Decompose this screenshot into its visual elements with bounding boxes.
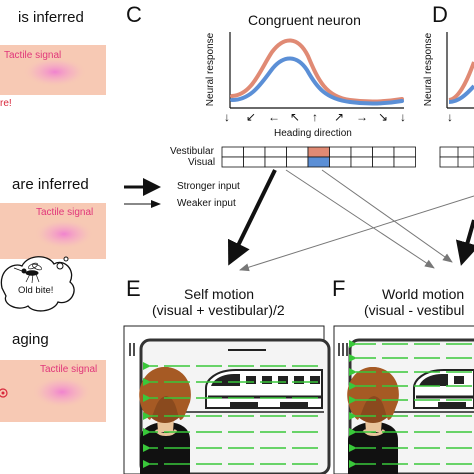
direction-arrow-5: ↗ xyxy=(334,110,345,124)
panel-c-ylabel: Neural response xyxy=(205,32,217,107)
direction-arrow-4: ↑ xyxy=(312,110,318,124)
f-train-icon xyxy=(413,369,474,409)
panel-e-title-2: (visual + vestibular)/2 xyxy=(152,302,285,318)
left-heading-1: is inferred xyxy=(18,9,84,26)
weak-arrow-d-to-e xyxy=(239,195,474,272)
panel-d-ylabel: Neural response xyxy=(423,32,435,107)
left-panel-3 xyxy=(0,360,106,422)
direction-arrow-1: ↙ xyxy=(246,110,257,124)
vestibular-cell-6 xyxy=(350,146,373,158)
row-label-visual: Visual xyxy=(188,157,216,168)
strong-arrow-c-to-e xyxy=(228,169,277,266)
tactile-label-3: Tactile signal xyxy=(40,364,98,375)
left-panel-1 xyxy=(0,45,106,95)
panel-d-letter: D xyxy=(432,2,448,27)
bubble-dot-1 xyxy=(56,262,64,270)
panel-c-xlabel: Heading direction xyxy=(274,128,352,139)
heading-direction-arrows: ↓ ↙ ← ↖ ↑ ↗ → ↘ ↓ xyxy=(224,110,408,128)
f-flow-arrows xyxy=(349,340,472,468)
target-dot xyxy=(1,391,5,395)
tactile-label-2: Tactile signal xyxy=(36,207,94,218)
legend xyxy=(124,178,161,208)
d-vestibular-curve xyxy=(448,61,474,102)
visual-cell-0 xyxy=(221,156,244,168)
tactile-glow-1 xyxy=(23,57,87,87)
input-grid-d xyxy=(439,146,474,168)
f-pause-icon xyxy=(338,343,348,356)
panel-f-scene xyxy=(333,325,474,474)
visual-curve xyxy=(230,56,404,106)
panel-f-letter: F xyxy=(332,276,346,301)
direction-arrow-3: ↖ xyxy=(290,110,301,124)
vestibular-cell-0 xyxy=(221,146,244,158)
legend-strong-label: Stronger input xyxy=(177,181,240,192)
left-heading-2: are inferred xyxy=(12,176,89,193)
panel-e-title-1: Self motion xyxy=(184,286,255,302)
vestibular-cell-5 xyxy=(329,146,352,158)
connection-arrows xyxy=(228,169,474,272)
panel-d-plot xyxy=(446,32,474,109)
direction-arrow-8: ↓ xyxy=(400,110,406,124)
bubble-text: Old bite! xyxy=(18,285,54,296)
direction-arrow-7: ↘ xyxy=(378,110,389,124)
bubble-dot-2 xyxy=(63,256,69,262)
panel-f-title-2: (visual - vestibul xyxy=(364,302,465,318)
vestibular-cell-7 xyxy=(372,146,395,158)
row-label-vestibular: Vestibular xyxy=(170,146,214,157)
legend-weak-label: Weaker input xyxy=(177,198,236,209)
direction-arrow-2: ← xyxy=(268,110,280,124)
tactile-label-1: Tactile signal xyxy=(4,50,62,61)
vestibular-cell-1 xyxy=(243,146,266,158)
visual-cell-8 xyxy=(393,156,416,168)
e-flow-arrows xyxy=(143,362,318,468)
warning-text: re! xyxy=(0,98,12,109)
panel-d-direction-arrow: ↓ xyxy=(447,110,453,124)
left-heading-3: aging xyxy=(12,331,49,348)
panel-e-scene xyxy=(123,325,331,474)
e-pause-icon xyxy=(129,343,135,356)
vestibular-cell-3 xyxy=(286,146,309,158)
visual-cell-3 xyxy=(286,156,309,168)
vestibular-curve xyxy=(230,38,404,104)
vestibular-cell-4 xyxy=(307,146,330,158)
panel-f-title-1: World motion xyxy=(382,286,465,302)
panel-e-letter: E xyxy=(126,276,141,301)
direction-arrow-0: ↓ xyxy=(224,110,230,124)
panel-c-letter: C xyxy=(126,2,142,27)
d-visual-curve xyxy=(448,84,474,104)
vestibular-cell-8 xyxy=(393,146,416,158)
tactile-glow-3 xyxy=(32,376,92,408)
vestibular-cell-2 xyxy=(264,146,287,158)
visual-cell-7 xyxy=(372,156,395,168)
visual-cell-5 xyxy=(329,156,352,168)
panel-c-plot xyxy=(229,32,404,109)
visual-cell-2 xyxy=(264,156,287,168)
strong-arrow-d-to-f xyxy=(455,219,474,266)
target-icon xyxy=(0,388,8,398)
direction-arrow-6: → xyxy=(356,110,368,124)
e-person-icon xyxy=(139,366,191,474)
visual-cell-4 xyxy=(307,156,330,168)
weak-arrow-c-right xyxy=(321,169,453,263)
left-panel-2 xyxy=(0,203,106,312)
panel-c-title: Congruent neuron xyxy=(248,12,361,28)
visual-cell-6 xyxy=(350,156,373,168)
mosquito-icon xyxy=(13,262,42,284)
input-grid-c xyxy=(221,146,416,168)
e-train-icon xyxy=(205,369,323,409)
tactile-glow-2 xyxy=(34,219,94,249)
visual-cell-1 xyxy=(243,156,266,168)
weak-arrow-c-to-f xyxy=(285,169,435,269)
